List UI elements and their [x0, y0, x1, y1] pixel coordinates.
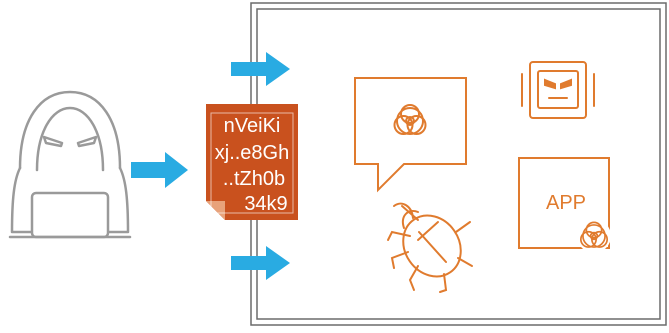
app-label: APP — [546, 192, 586, 214]
arrow-bottom — [231, 246, 290, 280]
arrow-attacker-to-payload — [131, 152, 188, 188]
payload-line-2: xj..e8Gh — [215, 142, 289, 164]
arrow-top — [231, 52, 290, 86]
biohazard-speech-bubble-icon — [354, 77, 467, 193]
bug-icon — [387, 202, 473, 293]
payload-line-3: ..tZh0b — [223, 168, 285, 190]
robot-head-icon — [521, 61, 595, 119]
payload-line-4: 34k9 — [244, 193, 287, 215]
hooded-hacker-icon — [8, 90, 132, 239]
infected-app-icon: APP — [518, 157, 611, 253]
payload-line-1: nVeiKi — [224, 115, 281, 137]
obfuscated-code-file-icon: nVeiKi xj..e8Gh ..tZh0b 34k9 — [206, 104, 298, 220]
